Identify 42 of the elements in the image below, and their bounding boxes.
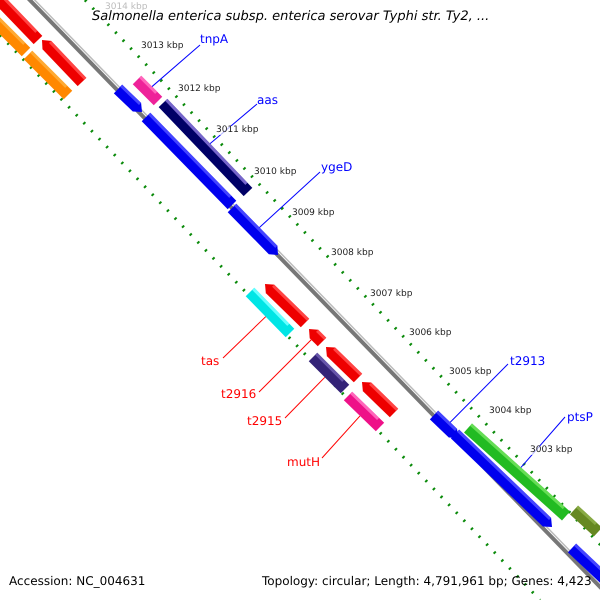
gene-label: t2913 — [510, 355, 546, 367]
title: Salmonella enterica subsp. enterica serovar Typhi str. Ty2, ... — [92, 10, 490, 23]
tick-label: 3013 kbp — [141, 42, 184, 51]
gene-block — [0, 0, 42, 44]
leader-line — [152, 44, 200, 88]
gene-block — [228, 204, 278, 255]
tick-label: 3008 kbp — [331, 249, 374, 258]
gene-label: t2916 — [221, 388, 256, 400]
tick-label: 3011 kbp — [216, 126, 258, 135]
gene-label: aas — [257, 94, 278, 106]
gene-block — [265, 284, 310, 328]
tick-label: 3005 kbp — [449, 368, 492, 377]
gene-block — [114, 84, 142, 112]
gene-label: ptsP — [567, 411, 593, 423]
tick-label: 3010 kbp — [254, 168, 296, 177]
gene-block — [362, 382, 398, 418]
gene-label: tas — [201, 355, 220, 367]
tick-label: 3012 kbp — [178, 85, 220, 94]
leader-line — [284, 376, 326, 418]
leader-line — [222, 316, 266, 358]
gene-block — [309, 329, 326, 346]
gene-block — [326, 347, 362, 382]
leader-line — [450, 364, 508, 423]
leader-line — [322, 415, 360, 458]
gene-block — [142, 112, 236, 210]
gene-label: ygeD — [321, 161, 352, 173]
gene-block — [570, 506, 600, 536]
gene-label: mutH — [287, 456, 320, 468]
tick-label: 3006 kbp — [409, 329, 452, 338]
tick-label: 3007 kbp — [370, 290, 412, 299]
tick-label: 3009 kbp — [292, 209, 334, 218]
gene-block — [430, 410, 458, 438]
gene-label: tnpA — [200, 33, 228, 45]
gene-block — [450, 430, 552, 527]
leader-line — [258, 172, 320, 228]
leader-line — [258, 339, 312, 392]
gene-block — [24, 50, 72, 100]
gene-label: t2915 — [247, 415, 282, 427]
genome-summary-text: Topology: circular; Length: 4,791,961 bp; Genes: 4,423 — [262, 575, 592, 587]
tick-label: 3003 kbp — [530, 446, 572, 455]
tick-label: 3004 kbp — [489, 407, 532, 416]
accession-text: Accession: NC_004631 — [9, 575, 146, 587]
